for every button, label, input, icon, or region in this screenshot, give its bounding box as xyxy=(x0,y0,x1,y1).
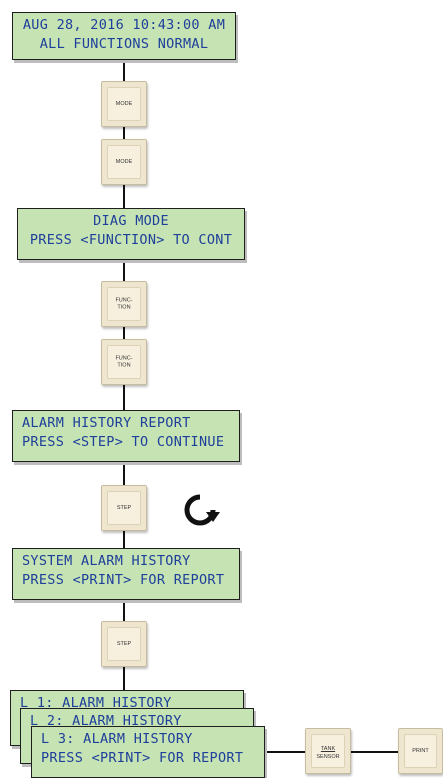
connector-line xyxy=(123,384,125,410)
lcd-line: PRESS <PRINT> FOR REPORT xyxy=(41,750,244,766)
connector-line xyxy=(351,751,399,753)
key-label: PRINT xyxy=(412,747,429,754)
connector-line xyxy=(123,126,125,140)
lcd-screen-alarm-history-report: ALARM HISTORY REPORT PRESS <STEP> TO CON… xyxy=(12,410,240,462)
mode-key[interactable]: MODE xyxy=(101,139,147,185)
lcd-line: PRESS <FUNCTION> TO CONT xyxy=(29,232,233,248)
function-key[interactable]: FUNC- TION xyxy=(101,339,147,385)
connector-line xyxy=(123,326,125,340)
lcd-line: L 2: ALARM HISTORY xyxy=(30,713,182,729)
key-label: STEP xyxy=(116,504,132,511)
connector-line xyxy=(123,530,125,548)
connector-line xyxy=(123,184,125,208)
step-key[interactable]: STEP xyxy=(101,621,147,667)
lcd-line: ALARM HISTORY REPORT xyxy=(22,415,191,431)
key-label: MODE xyxy=(115,100,133,107)
connector-line xyxy=(123,462,125,486)
lcd-line: PRESS <STEP> TO CONTINUE xyxy=(22,434,225,450)
key-label: TANK xyxy=(320,746,336,752)
key-label: FUNC- TION xyxy=(115,355,133,369)
lcd-line: PRESS <PRINT> FOR REPORT xyxy=(22,572,225,588)
lcd-line: L 3: ALARM HISTORY xyxy=(41,731,193,747)
tank-sensor-key[interactable]: TANK SENSOR xyxy=(305,728,351,774)
lcd-line: ALL FUNCTIONS NORMAL xyxy=(39,36,209,52)
lcd-line: SYSTEM ALARM HISTORY xyxy=(22,553,191,569)
key-label: FUNC- TION xyxy=(115,297,133,311)
connector-line xyxy=(123,260,125,282)
lcd-line: AUG 28, 2016 10:43:00 AM xyxy=(22,17,226,33)
connector-line xyxy=(123,600,125,622)
key-label: MODE xyxy=(115,158,133,165)
lcd-screen-system-alarm-history: SYSTEM ALARM HISTORY PRESS <PRINT> FOR R… xyxy=(12,548,240,600)
refresh-icon xyxy=(184,494,220,526)
connector-line xyxy=(265,751,305,753)
lcd-screen-stack-item: L 3: ALARM HISTORY PRESS <PRINT> FOR REP… xyxy=(31,726,265,778)
key-label: SENSOR xyxy=(316,754,340,760)
lcd-line: DIAG MODE xyxy=(93,213,169,229)
lcd-screen-status: AUG 28, 2016 10:43:00 AM ALL FUNCTIONS N… xyxy=(12,12,236,60)
lcd-line: L 1: ALARM HISTORY xyxy=(20,695,172,711)
lcd-screen-diag-mode: DIAG MODE PRESS <FUNCTION> TO CONT xyxy=(17,208,245,260)
print-key[interactable]: PRINT xyxy=(398,728,443,774)
step-key[interactable]: STEP xyxy=(101,485,147,531)
mode-key[interactable]: MODE xyxy=(101,81,147,127)
connector-line xyxy=(123,60,125,82)
function-key[interactable]: FUNC- TION xyxy=(101,281,147,327)
connector-line xyxy=(123,666,125,690)
key-label: STEP xyxy=(116,640,132,647)
